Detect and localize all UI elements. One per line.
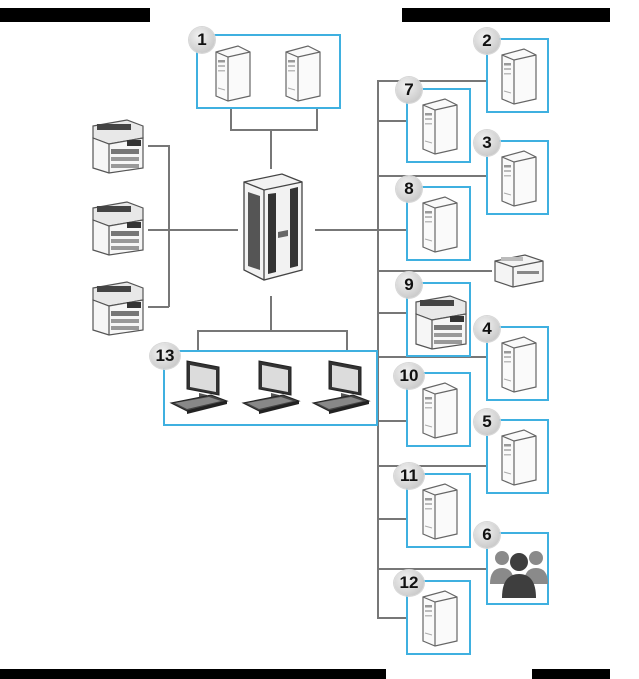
- users-6-box: [486, 532, 549, 605]
- multifunction-printer-icon: [86, 278, 148, 336]
- label-6: 6: [474, 522, 500, 548]
- tower-server-icon: [498, 47, 538, 105]
- tower-server-icon: [419, 482, 459, 540]
- label-10: 10: [394, 363, 424, 389]
- server-3-box: [486, 140, 549, 215]
- label-3: 3: [474, 130, 500, 156]
- bus-to-srv3: [377, 175, 487, 177]
- tower-server-icon: [282, 44, 322, 102]
- label-12: 12: [394, 570, 424, 596]
- bus-to-srv8: [377, 229, 407, 231]
- bus-to-srv12: [377, 617, 407, 619]
- group13-bracket-left: [197, 330, 199, 352]
- multifunction-printer-icon: [410, 292, 470, 350]
- tower-server-icon: [419, 589, 459, 647]
- right-bus-vertical: [377, 80, 379, 618]
- tower-server-icon: [212, 44, 252, 102]
- group1-bracket-right: [316, 108, 318, 130]
- copier1-link: [148, 145, 169, 147]
- multifunction-printer-icon: [86, 198, 148, 256]
- bus-to-srv10: [377, 420, 407, 422]
- bus-to-printer: [377, 270, 492, 272]
- workstation-icon: [239, 357, 309, 419]
- label-4: 4: [474, 316, 500, 342]
- label-7: 7: [396, 77, 422, 103]
- label-13: 13: [150, 343, 180, 369]
- workstation-group-13-box: [163, 350, 378, 426]
- copier3-link: [148, 306, 169, 308]
- copier2-link: [148, 229, 238, 231]
- central-to-group13: [270, 296, 272, 331]
- label-1: 1: [189, 27, 215, 53]
- central-to-bus: [315, 229, 378, 231]
- server-12-box: [406, 580, 471, 655]
- bottom-right-bar: [532, 669, 610, 679]
- users-group-icon: [488, 542, 550, 600]
- group1-to-central: [270, 129, 272, 169]
- group13-bracket-right: [346, 330, 348, 352]
- label-11: 11: [394, 463, 424, 489]
- tower-server-icon: [498, 149, 538, 207]
- copier-bus-vertical: [168, 145, 170, 307]
- bus-to-srv11: [377, 518, 407, 520]
- server-2-box: [486, 38, 549, 113]
- bus-to-users6: [377, 568, 487, 570]
- workstation-icon: [167, 357, 237, 419]
- bottom-left-bar: [0, 669, 386, 679]
- label-9: 9: [396, 272, 422, 298]
- group1-bracket-bottom: [230, 129, 318, 131]
- printer-icon: [491, 249, 547, 289]
- tower-server-icon: [419, 97, 459, 155]
- bus-to-srv2: [377, 80, 487, 82]
- server-5-box: [486, 419, 549, 494]
- server-7-box: [406, 88, 471, 163]
- multifunction-printer-icon: [86, 116, 148, 174]
- tower-server-icon: [419, 381, 459, 439]
- top-left-bar: [0, 8, 150, 22]
- bus-to-srv5: [377, 465, 487, 467]
- label-5: 5: [474, 409, 500, 435]
- label-2: 2: [474, 28, 500, 54]
- bus-to-mfp9: [377, 312, 407, 314]
- tower-server-icon: [498, 335, 538, 393]
- label-8: 8: [396, 176, 422, 202]
- top-right-bar: [402, 8, 610, 22]
- server-4-box: [486, 326, 549, 401]
- group13-bracket-top: [197, 330, 347, 332]
- workstation-icon: [309, 357, 379, 419]
- server-group-1-box: [196, 34, 341, 109]
- tower-server-icon: [419, 195, 459, 253]
- tower-server-icon: [498, 428, 538, 486]
- rack-server-icon: [236, 172, 308, 282]
- group1-bracket-left: [230, 108, 232, 130]
- bus-to-srv7: [377, 120, 407, 122]
